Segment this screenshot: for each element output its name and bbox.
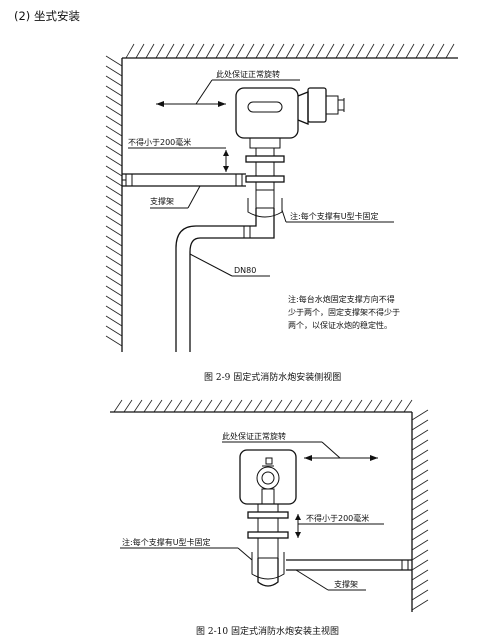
side-u-clamp <box>247 198 283 218</box>
front-ceiling-hatch <box>113 399 413 413</box>
front-rotation-arrow <box>222 441 378 461</box>
front-rotation-label: 此处保证正常旋转 <box>222 431 286 441</box>
front-riser-pipe <box>247 503 289 587</box>
front-clamp-note-label: 注:每个支撑有U型卡固定 <box>122 537 211 547</box>
section-heading: (2) 坐式安装 <box>14 9 80 23</box>
side-cannon-neck <box>297 91 309 125</box>
side-dn80-pipe <box>175 208 275 352</box>
side-wall-hatch <box>105 55 123 347</box>
side-flange-upper <box>245 155 285 163</box>
front-cannon-nozzle <box>256 466 280 490</box>
side-riser-pipe <box>245 147 285 209</box>
side-min-distance-label: 不得小于200毫米 <box>128 137 191 147</box>
side-cannon-motor <box>307 87 327 123</box>
side-clamp-note-label: 注:每个支撑有U型卡固定 <box>290 211 379 221</box>
side-cannon-head <box>235 87 345 149</box>
front-wall-hatch <box>411 409 429 611</box>
front-caption: 图 2-10 固定式消防水炮安装主视图 <box>196 625 339 637</box>
front-cannon-head <box>239 449 297 505</box>
front-u-clamp <box>251 552 285 580</box>
front-min-distance-label: 不得小于200毫米 <box>306 513 369 523</box>
side-cannon-body <box>235 87 299 139</box>
side-note-line-1: 注:每台水炮固定支撑方向不得 <box>288 294 395 304</box>
side-caption: 图 2-9 固定式消防水炮安装侧视图 <box>204 371 341 383</box>
side-pipe-label: DN80 <box>234 266 256 275</box>
side-cannon-motor-cap <box>325 95 339 115</box>
side-note-line-3: 两个，以保证水炮的稳定性。 <box>288 320 392 330</box>
side-cannon-window <box>247 101 283 113</box>
side-rotation-label: 此处保证正常旋转 <box>216 69 280 79</box>
side-bracket-label: 支撑架 <box>150 196 174 206</box>
side-support-bracket <box>122 173 246 187</box>
front-bracket-label: 支撑架 <box>334 579 358 589</box>
side-cannon-base <box>249 137 281 149</box>
side-ceiling-hatch <box>125 43 455 59</box>
side-flange-lower <box>245 175 285 183</box>
side-view-diagram: 此处保证正常旋转 不得小于200毫米 支撑架 注:每个支撑有U型卡固定 DN80… <box>105 43 458 383</box>
front-support-bracket <box>251 552 412 580</box>
front-view-diagram: 此处保证正常旋转 不得小于200毫米 注:每个支撑有U型卡固定 支撑架 图 2-… <box>110 399 429 637</box>
side-distance-dimension <box>128 147 229 172</box>
side-note-line-2: 少于两个，固定支撑架不得少于 <box>288 307 400 317</box>
side-rotation-arrow <box>156 79 300 107</box>
front-distance-dimension <box>295 514 384 538</box>
